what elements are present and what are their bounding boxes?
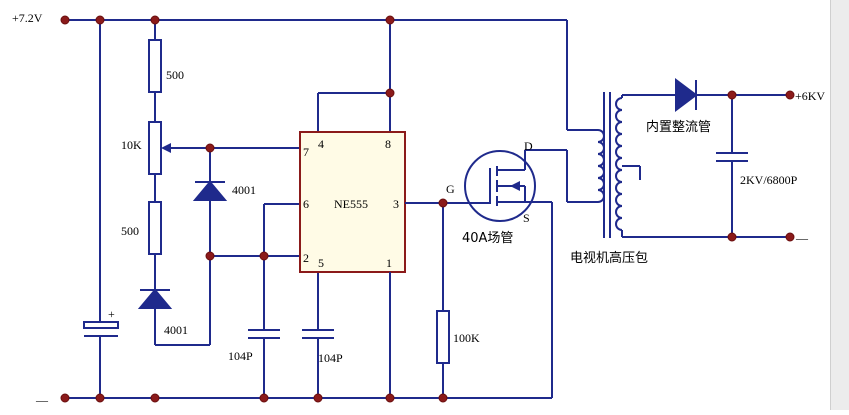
d1-label: 4001 bbox=[232, 183, 256, 197]
rectifier-label: 内置整流管 bbox=[646, 119, 711, 135]
r-gate-label: 100K bbox=[453, 331, 480, 345]
pot-wiper-arrow-icon bbox=[161, 143, 171, 153]
primary-winding bbox=[597, 129, 605, 203]
d2-label: 4001 bbox=[164, 323, 188, 337]
pin6-label: 6 bbox=[303, 197, 309, 211]
r-top-label: 500 bbox=[166, 68, 184, 82]
ground-label-left: — bbox=[35, 393, 49, 407]
drain-label: D bbox=[524, 139, 533, 153]
pin8-label: 8 bbox=[385, 137, 391, 151]
r-mid-label: 500 bbox=[121, 224, 139, 238]
secondary-winding bbox=[615, 97, 623, 231]
pin2-label: 2 bbox=[303, 251, 309, 265]
mosfet-arrow-icon bbox=[510, 181, 520, 191]
pin7-label: 7 bbox=[303, 145, 309, 159]
electrolytic-cap-plate-pos bbox=[83, 321, 119, 329]
vcc-label: +7.2V bbox=[12, 11, 43, 25]
cap-plus-sign: + bbox=[108, 307, 115, 321]
junction-dots bbox=[60, 15, 795, 403]
resistor-500-top bbox=[148, 39, 162, 93]
source-label: S bbox=[523, 211, 530, 225]
potentiometer-10k bbox=[148, 121, 162, 175]
pin4-label: 4 bbox=[318, 137, 324, 151]
c2-label: 104P bbox=[318, 351, 343, 365]
hv-cap-label: 2KV/6800P bbox=[740, 173, 798, 187]
hv-output-label: +6KV bbox=[795, 89, 825, 103]
c1-label: 104P bbox=[228, 349, 253, 363]
diode-4001-lower-icon bbox=[137, 288, 173, 309]
pin1-label: 1 bbox=[386, 256, 392, 270]
mosfet-body bbox=[464, 150, 536, 222]
diode-4001-upper-icon bbox=[192, 180, 228, 201]
resistor-100k bbox=[436, 310, 450, 364]
gate-label: G bbox=[446, 182, 455, 196]
output-ground-label: — bbox=[795, 231, 809, 245]
window-edge bbox=[830, 0, 849, 410]
resistor-500-mid bbox=[148, 201, 162, 255]
mosfet-label: 40A场管 bbox=[462, 231, 513, 246]
hv-diode-icon bbox=[675, 78, 698, 112]
transformer-label: 电视机高压包 bbox=[570, 250, 648, 266]
pin5-label: 5 bbox=[318, 256, 324, 270]
pot-label: 10K bbox=[121, 138, 142, 152]
pin3-label: 3 bbox=[393, 197, 399, 211]
ic-name: NE555 bbox=[334, 197, 368, 211]
